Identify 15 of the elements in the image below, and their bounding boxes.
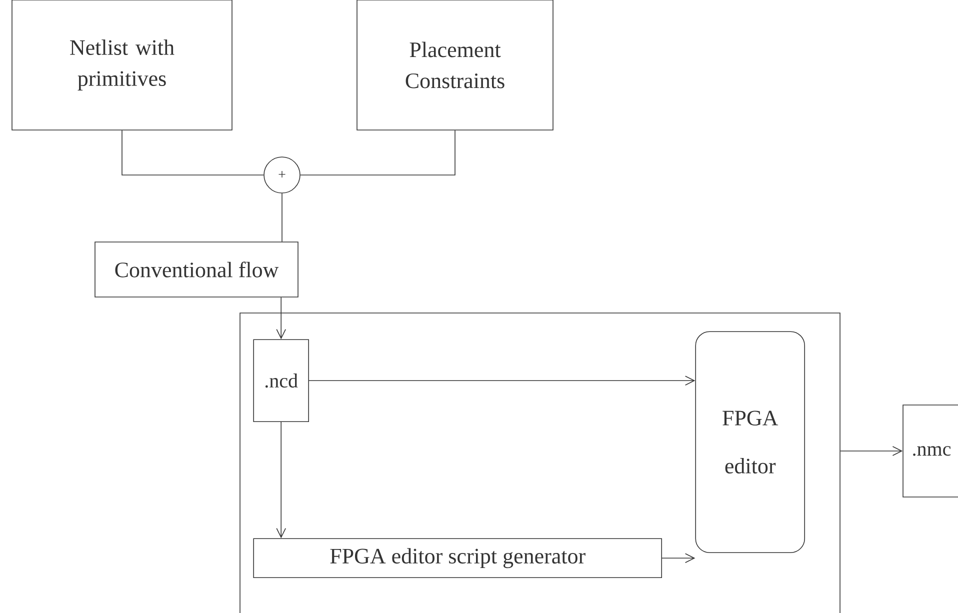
process-box: Placement Constraints (356, 0, 554, 130)
process-box: FPGA editor script generator (253, 538, 662, 578)
connector (308, 376, 696, 386)
connector (122, 130, 264, 176)
tool-box: FPGA editor (695, 331, 805, 553)
connector (276, 297, 286, 340)
connector (840, 446, 903, 456)
connector (662, 553, 696, 563)
connector (300, 130, 456, 176)
process-box: Conventional flow (94, 242, 298, 298)
file-box: .ncd (253, 339, 309, 422)
connector (276, 422, 286, 538)
process-box: Netlist with primitives (12, 0, 232, 130)
group-box (240, 312, 840, 613)
file-box: .nmc (902, 404, 958, 498)
